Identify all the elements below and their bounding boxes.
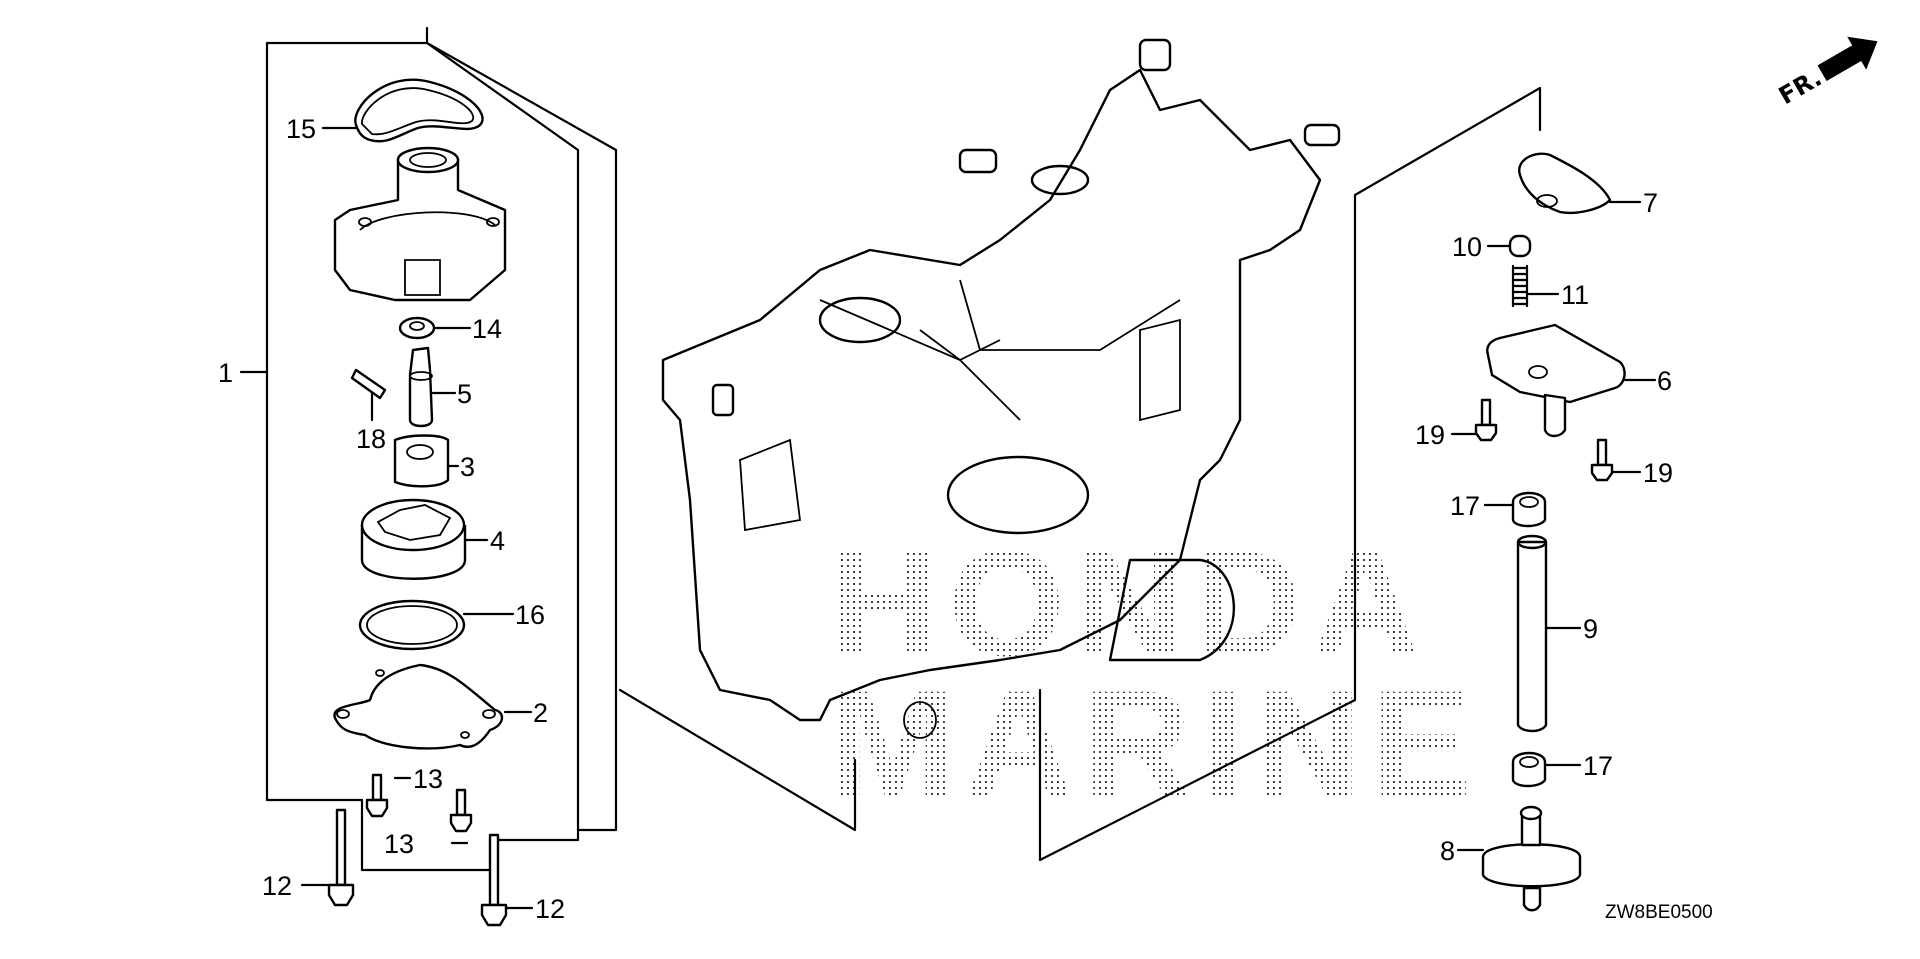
callout-8: 8 xyxy=(1440,836,1455,866)
callout-10: 10 xyxy=(1452,232,1482,262)
callout-6: 6 xyxy=(1657,366,1672,396)
callout-15: 15 xyxy=(286,114,316,144)
part-3-inner-rotor xyxy=(393,434,450,488)
part-12-bolt-left xyxy=(327,808,355,907)
callout-12-right: 12 xyxy=(535,894,565,924)
callout-18: 18 xyxy=(356,424,386,454)
part-14-seal xyxy=(398,316,436,340)
part-17-clamp-top xyxy=(1511,491,1547,528)
part-16-o-ring xyxy=(358,599,466,651)
part-5-shaft xyxy=(408,346,434,428)
callout-labels: 1 2 3 4 5 6 7 8 9 10 11 12 12 13 13 14 1… xyxy=(218,114,1673,924)
callout-12-left: 12 xyxy=(262,871,292,901)
watermark-line-1: HONDA xyxy=(830,519,1430,687)
part-15-gasket xyxy=(354,78,484,143)
part-18-pin xyxy=(350,368,387,400)
part-13-bolt-b xyxy=(449,788,473,833)
callout-11: 11 xyxy=(1561,280,1589,310)
callout-5: 5 xyxy=(457,379,472,409)
watermark-line-2: MARINE xyxy=(830,659,1482,827)
drawing-code: ZW8BE0500 xyxy=(1605,902,1713,923)
callout-1: 1 xyxy=(218,358,233,388)
callout-9: 9 xyxy=(1583,614,1598,644)
callout-16: 16 xyxy=(515,600,545,630)
callout-4: 4 xyxy=(490,526,505,556)
callout-17-lower: 17 xyxy=(1583,751,1613,781)
part-19-bolt-b xyxy=(1590,438,1614,482)
part-2-cover xyxy=(333,663,504,750)
callout-13-upper: 13 xyxy=(413,764,443,794)
callout-7: 7 xyxy=(1643,188,1658,218)
callout-3: 3 xyxy=(460,452,475,482)
part-17-clamp-bottom xyxy=(1511,751,1547,788)
part-7-gasket xyxy=(1518,152,1612,214)
front-label: FR. xyxy=(1774,64,1826,110)
part-19-bolt-a xyxy=(1474,398,1498,442)
part-12-bolt-right xyxy=(480,833,508,927)
callout-leaders xyxy=(239,126,1657,910)
callout-2: 2 xyxy=(533,698,548,728)
engine-frame-lines xyxy=(618,86,1542,862)
part-13-bolt-a xyxy=(365,773,389,818)
callout-19-right: 19 xyxy=(1643,458,1673,488)
callout-14: 14 xyxy=(472,314,502,344)
callout-13-lower: 13 xyxy=(384,829,414,859)
part-9-hose xyxy=(1516,534,1548,733)
callout-19-left: 19 xyxy=(1415,420,1445,450)
part-4-outer-rotor xyxy=(360,498,467,580)
engine-block xyxy=(661,38,1341,739)
part-8-filter xyxy=(1481,805,1582,912)
part-1-pump-body xyxy=(333,146,507,302)
arrow-up-right-icon xyxy=(1817,36,1878,81)
front-direction-indicator: FR. xyxy=(1774,36,1878,110)
part-6-valve-cover xyxy=(1486,323,1626,438)
part-11-spring xyxy=(1511,264,1529,308)
watermark: HONDA MARINE xyxy=(830,519,1482,827)
callout-17-upper: 17 xyxy=(1450,491,1480,521)
part-10-cap xyxy=(1508,234,1532,258)
